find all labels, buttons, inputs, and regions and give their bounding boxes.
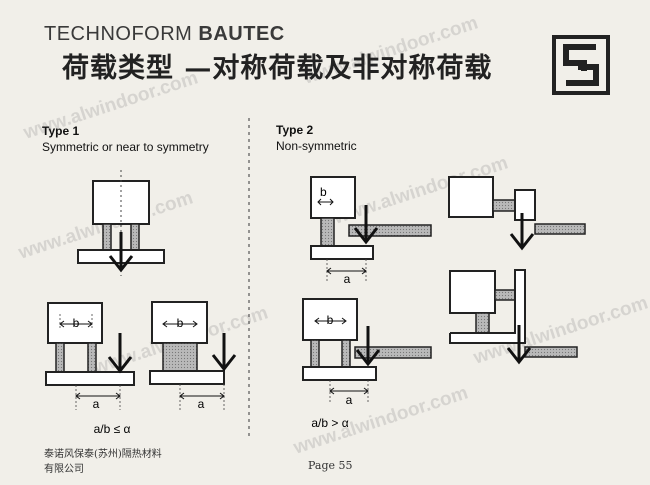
frame-profile: [310, 176, 356, 219]
glass-pane: [524, 346, 578, 358]
insulating-strip: [310, 339, 320, 368]
brand-name-light: TECHNOFORM: [44, 23, 193, 45]
insulating-strip: [341, 339, 351, 368]
type2-heading: Type 2: [276, 123, 314, 137]
insulating-strip: [102, 223, 112, 251]
load-arrow-icon: [211, 333, 237, 372]
type1-formula: a/b ≤ α: [94, 422, 131, 436]
label-a: a: [93, 397, 100, 411]
load-arrow-icon: [509, 213, 535, 251]
glass-pane: [348, 224, 432, 237]
load-arrow-icon: [108, 232, 134, 273]
type2-figure-bottom-left: b a: [302, 298, 432, 407]
insulating-strip: [55, 342, 65, 373]
company-line-1: 泰诺风保泰(苏州)隔热材料: [44, 449, 162, 460]
insulating-strip: [162, 342, 198, 372]
frame-profile: [92, 180, 150, 225]
label-a: a: [198, 397, 205, 411]
load-arrow-icon: [353, 205, 379, 245]
type2-subtitle: Non-symmetric: [276, 139, 357, 153]
insulating-strip: [475, 312, 490, 334]
base-profile: [149, 370, 225, 385]
company-logo-icon: [552, 35, 610, 95]
type1-heading: Type 1: [42, 124, 80, 138]
type2-figure-bottom-right: [449, 269, 578, 365]
brand-name-bold: BAUTEC: [198, 23, 285, 45]
insulating-strip: [87, 342, 97, 373]
glass-pane: [534, 223, 586, 235]
base-profile: [514, 189, 536, 221]
frame-profile: [302, 298, 358, 341]
type1-figure-bottom-left: b a: [45, 302, 135, 411]
frame-profile: [448, 176, 494, 218]
type1-figure-top: [77, 170, 165, 276]
type1-figure-bottom-right: b a: [149, 301, 237, 411]
insulating-strip: [494, 289, 516, 301]
load-arrow-icon: [506, 325, 532, 365]
insulating-strip: [492, 199, 516, 212]
label-b: b: [73, 316, 80, 330]
label-b: b: [327, 313, 334, 327]
base-profile: [302, 366, 377, 381]
page-title: 荷载类型 —对称荷载及非对称荷载: [62, 53, 493, 84]
load-arrow-icon: [355, 326, 381, 367]
type1-subtitle: Symmetric or near to symmetry: [42, 140, 209, 154]
load-arrow-icon: [107, 333, 133, 374]
label-a: a: [346, 393, 353, 407]
label-b: b: [320, 185, 327, 199]
company-line-2: 有限公司: [44, 464, 84, 475]
frame-profile: [47, 302, 103, 344]
label-b: b: [177, 316, 184, 330]
insulating-strip: [320, 217, 335, 247]
company-name: 泰诺风保泰(苏州)隔热材料 有限公司: [44, 447, 162, 477]
type2-figure-top-left: b a: [310, 176, 432, 286]
brand-logo-text: TECHNOFORM BAUTEC: [44, 23, 285, 46]
base-profile: [45, 371, 135, 386]
insulating-strip: [130, 223, 140, 251]
type2-figure-top-right: [448, 176, 586, 251]
type2-formula: a/b > α: [311, 416, 348, 430]
frame-profile: [449, 270, 496, 314]
base-profile: [310, 245, 374, 260]
label-a: a: [344, 272, 351, 286]
page-number: Page 55: [308, 459, 353, 472]
glass-pane: [354, 346, 432, 359]
